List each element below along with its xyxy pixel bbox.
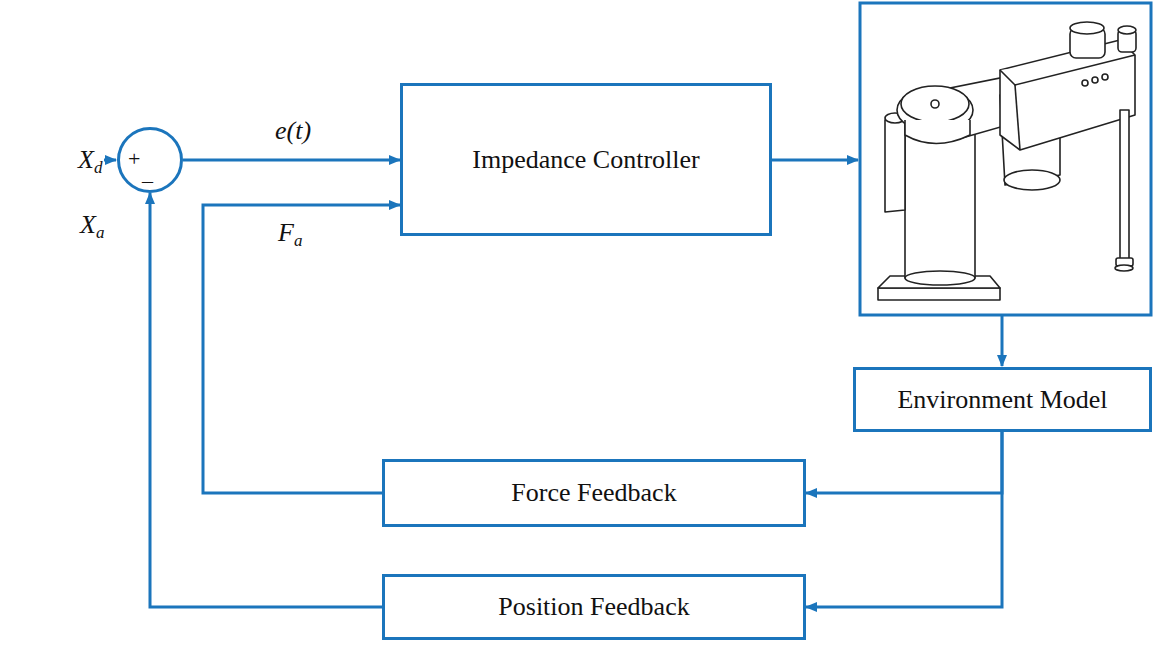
box-label: Impedance Controller — [462, 145, 709, 175]
robot-frame — [860, 3, 1151, 315]
box-label: Force Feedback — [501, 478, 686, 508]
box-label: Position Feedback — [488, 592, 699, 622]
signal-name: e(t) — [275, 118, 311, 144]
summing-junction: +_ — [117, 127, 183, 193]
box-label: Environment Model — [887, 385, 1117, 415]
signal-line — [203, 205, 400, 493]
process-box: Environment Model — [853, 367, 1152, 432]
signal-line — [183, 159, 400, 162]
process-box: Impedance Controller — [400, 83, 772, 236]
scara-robot — [878, 22, 1136, 300]
signal-line — [150, 193, 382, 607]
signal-name: Xa — [80, 212, 104, 241]
sign-symbol: + — [128, 148, 140, 170]
signal-line — [806, 432, 1002, 493]
process-box: Position Feedback — [382, 574, 806, 640]
signal-name: Xd — [78, 147, 102, 176]
signal-line — [806, 432, 1002, 607]
input-arrow — [104, 159, 116, 162]
sign-symbol: _ — [142, 162, 153, 184]
process-box: Force Feedback — [382, 459, 806, 527]
signal-name: Fa — [278, 220, 302, 249]
command-arrow — [772, 159, 858, 162]
robot-env-arrow — [1001, 315, 1004, 366]
